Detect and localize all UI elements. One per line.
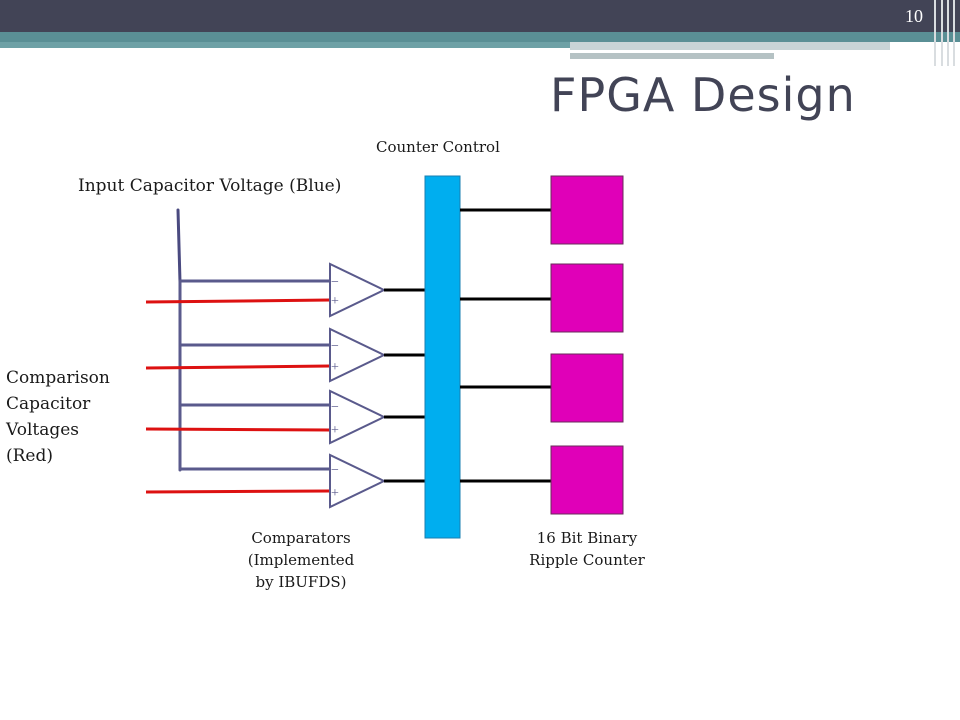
comparator-plus-sign: + xyxy=(331,360,339,375)
header-divider-line xyxy=(953,0,955,66)
counter-block-2 xyxy=(550,263,624,333)
comparator-triangle xyxy=(329,327,387,383)
input-voltage-bus xyxy=(176,208,332,472)
input-capacitor-label: Input Capacitor Voltage (Blue) xyxy=(78,176,342,196)
comparator-triangle xyxy=(329,262,387,318)
header-accent-gap xyxy=(570,50,888,53)
counter-control-output-wires xyxy=(460,208,551,483)
comparator-4: − + xyxy=(329,453,387,509)
header-divider-line xyxy=(941,0,943,66)
comparison-wire-3 xyxy=(145,427,331,432)
comparator-2: − + xyxy=(329,327,387,383)
comparator-output-wires xyxy=(384,288,425,483)
header-bar xyxy=(0,0,960,32)
comparator-1: − + xyxy=(329,262,387,318)
comparison-capacitor-label: Comparison Capacitor Voltages (Red) xyxy=(6,368,110,466)
comparator-minus-sign: − xyxy=(331,275,339,290)
header-accent-band xyxy=(0,32,960,42)
comparison-wire-1 xyxy=(145,298,331,304)
counter-block-1 xyxy=(550,175,624,245)
comparison-wire-4 xyxy=(145,489,331,494)
header-accent-stripe-short xyxy=(570,53,774,59)
slide-title: FPGA Design xyxy=(550,68,856,122)
comparator-minus-sign: − xyxy=(331,463,339,478)
slide-number: 10 xyxy=(905,6,923,26)
input-bus-vertical xyxy=(176,208,182,284)
counter-block-3 xyxy=(550,353,624,423)
header-divider-line xyxy=(947,0,949,66)
comparator-plus-sign: + xyxy=(331,486,339,501)
comparator-plus-sign: + xyxy=(331,294,339,309)
comparison-wire-2 xyxy=(145,364,331,370)
counter-control-block xyxy=(424,175,461,539)
comparator-triangle xyxy=(329,453,387,509)
header-accent-band-lower xyxy=(0,42,570,48)
header-divider-line xyxy=(934,0,936,66)
header-accent-stripe xyxy=(570,42,890,50)
comparator-plus-sign: + xyxy=(331,423,339,438)
comparators: − + − + − + − + xyxy=(329,262,387,509)
comparator-minus-sign: − xyxy=(331,400,339,415)
ripple-counter-blocks xyxy=(550,175,624,515)
counter-block-4 xyxy=(550,445,624,515)
comparators-label: Comparators (Implemented by IBUFDS) xyxy=(247,529,355,591)
counter-control-label: Counter Control xyxy=(376,138,500,156)
comparator-3: − + xyxy=(329,389,387,445)
comparator-triangle xyxy=(329,389,387,445)
comparison-voltage-wires xyxy=(145,298,331,494)
ripple-counter-label: 16 Bit Binary Ripple Counter xyxy=(529,529,645,569)
comparator-minus-sign: − xyxy=(331,339,339,354)
